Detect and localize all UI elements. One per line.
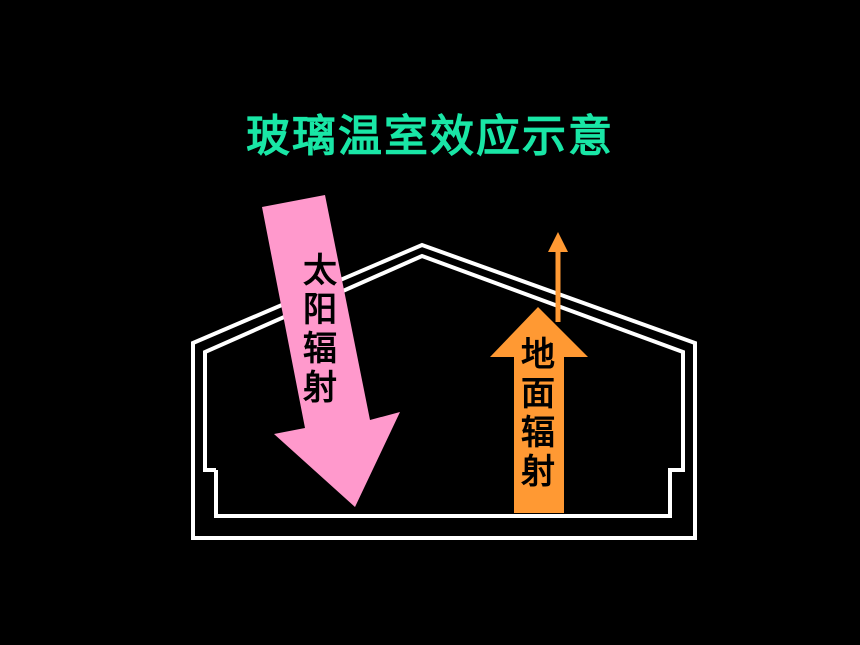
- diagram-title: 玻璃温室效应示意: [246, 111, 614, 162]
- ground-label-char: 面: [521, 374, 555, 414]
- solar-radiation-label: 太 阳 辐 射: [303, 252, 337, 408]
- solar-label-char: 阳: [303, 290, 337, 330]
- ground-radiation-label: 地 面 辐 射: [521, 336, 555, 492]
- greenhouse-inner-outline: [203, 253, 685, 518]
- solar-label-char: 射: [303, 368, 337, 408]
- ground-radiation-arrow: [490, 307, 588, 513]
- solar-radiation-arrow: [262, 195, 400, 507]
- ground-label-char: 地: [521, 335, 555, 375]
- ground-label-char: 辐: [521, 413, 555, 453]
- escaping-radiation-arrowhead: [548, 232, 568, 252]
- solar-label-char: 太: [303, 251, 337, 291]
- greenhouse-outer-outline: [191, 242, 697, 540]
- solar-label-char: 辐: [303, 329, 337, 369]
- ground-label-char: 射: [521, 452, 555, 492]
